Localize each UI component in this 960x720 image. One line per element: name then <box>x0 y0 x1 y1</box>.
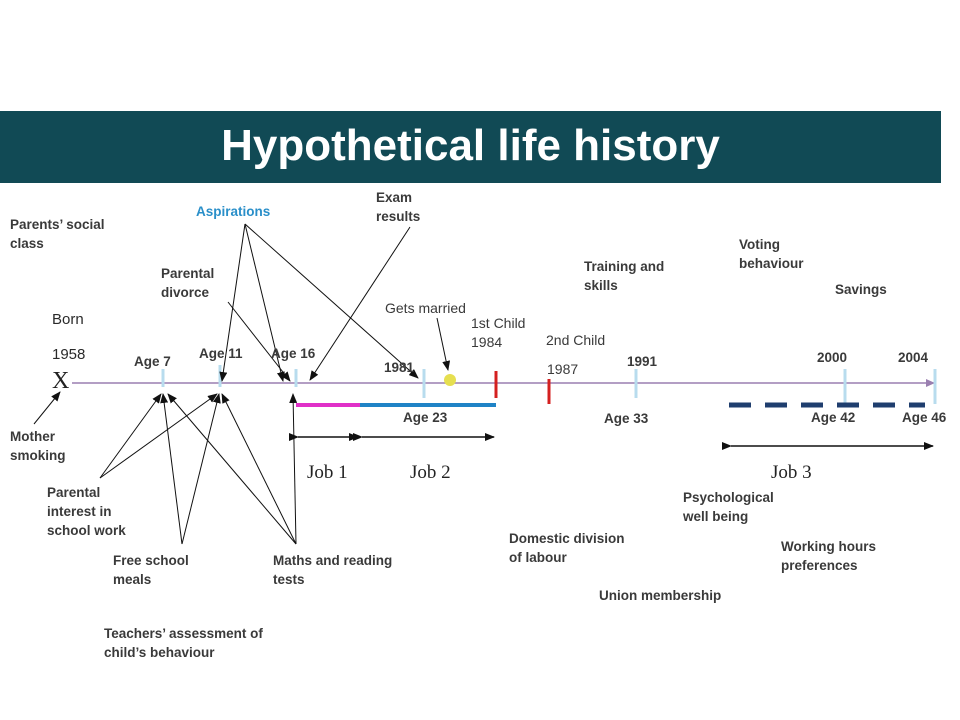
arrow-meals-age11 <box>181 393 221 545</box>
age-11-label: Age 11 <box>199 346 243 361</box>
age-46-label: Age 46 <box>902 410 947 425</box>
label-mother-smoking: Mother smoking <box>10 429 66 463</box>
born-year: 1958 <box>52 346 86 363</box>
label-savings: Savings <box>835 282 887 297</box>
marriage-marker <box>444 374 456 386</box>
arrow-meals-age7 <box>160 393 183 545</box>
arrow-maths-age11 <box>221 393 297 545</box>
label-first-child: 1st Child 1984 <box>471 315 526 350</box>
label-exam-results: Exam results <box>376 190 421 224</box>
label-parental-interest: Parental interest in school work <box>47 485 126 538</box>
year-2000: 2000 <box>817 350 848 365</box>
arrow-married <box>436 317 451 371</box>
label-training-skills: Training and skills <box>584 259 665 293</box>
label-free-school-meals: Free school meals <box>113 553 189 587</box>
label-working-hours: Working hours preferences <box>781 539 877 573</box>
arrow-exam-age16 <box>309 226 411 381</box>
arrow-interest-age7 <box>99 393 162 479</box>
label-voting: Voting behaviour <box>739 237 804 271</box>
label-parents-social-class: Parents’ social class <box>10 217 105 251</box>
arrow-smoking <box>33 391 61 425</box>
job-3-label: Job 3 <box>771 462 812 483</box>
age-33-label: Age 33 <box>604 411 649 426</box>
job-2-label: Job 2 <box>410 462 451 483</box>
year-1981: 1981 <box>384 360 415 375</box>
age-23-label: Age 23 <box>403 410 448 425</box>
label-domestic-division: Domestic division of labour <box>509 531 625 565</box>
age-7-label: Age 7 <box>134 354 171 369</box>
label-second-child: 2nd Child <box>546 332 606 348</box>
arrow-divorce-age16 <box>227 301 291 382</box>
arrow-maths-age16 <box>289 393 298 545</box>
age-42-label: Age 42 <box>811 410 856 425</box>
label-gets-married: Gets married <box>385 300 466 316</box>
label-maths-reading: Maths and reading tests <box>273 553 393 587</box>
age-16-label: Age 16 <box>271 346 316 361</box>
birth-x-marker: X <box>52 368 70 394</box>
label-aspirations: Aspirations <box>196 204 271 219</box>
born-label: Born <box>52 311 84 328</box>
arrow-aspirations-1981 <box>244 223 419 379</box>
title-banner: Hypothetical life history <box>0 111 941 183</box>
label-psych-wellbeing: Psychological well being <box>683 490 774 524</box>
year-1991: 1991 <box>627 354 658 369</box>
year-2004: 2004 <box>898 350 929 365</box>
arrow-aspirations-age16 <box>244 223 285 382</box>
label-union-membership: Union membership <box>599 588 722 603</box>
label-teachers-assessment: Teachers’ assessment of child’s behaviou… <box>104 626 263 660</box>
label-second-child-year: 1987 <box>547 361 579 377</box>
arrow-interest-age11 <box>99 393 218 479</box>
job-1-label: Job 1 <box>307 462 348 483</box>
label-parental-divorce: Parental divorce <box>161 266 215 300</box>
arrow-aspirations-age11 <box>219 223 246 382</box>
page-title: Hypothetical life history <box>221 121 720 170</box>
arrow-maths-age7 <box>167 393 297 545</box>
